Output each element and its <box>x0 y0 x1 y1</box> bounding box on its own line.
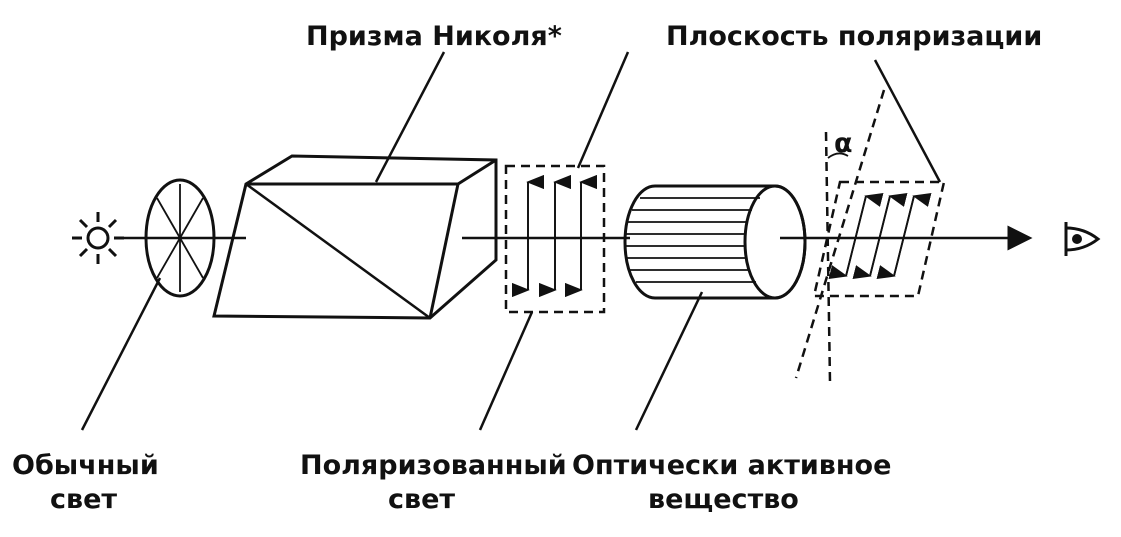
optically-active-cylinder <box>623 184 807 300</box>
nicol-prism-label: Призма Николя* <box>306 21 562 52</box>
active-substance-label-line1: Оптически активное <box>572 450 891 481</box>
polarization-plane-label: Плоскость поляризации <box>666 21 1042 52</box>
ordinary-light-ellipse <box>144 178 216 298</box>
eye-icon <box>1064 222 1101 256</box>
polarized-light-label-line2: свет <box>388 484 455 515</box>
leader-lines <box>80 51 942 431</box>
ordinary-light-label-line2: свет <box>50 484 117 515</box>
ordinary-light-label-line1: Обычный <box>12 450 159 481</box>
polarized-light-label-line1: Поляризованный <box>300 450 567 481</box>
polarized-light-frame <box>504 164 606 314</box>
polarization-plane <box>794 89 946 383</box>
light-source-icon <box>72 212 124 264</box>
nicol-prism <box>212 154 498 320</box>
rotation-angle-label: α <box>834 128 853 159</box>
active-substance-label-line2: вещество <box>648 484 799 515</box>
